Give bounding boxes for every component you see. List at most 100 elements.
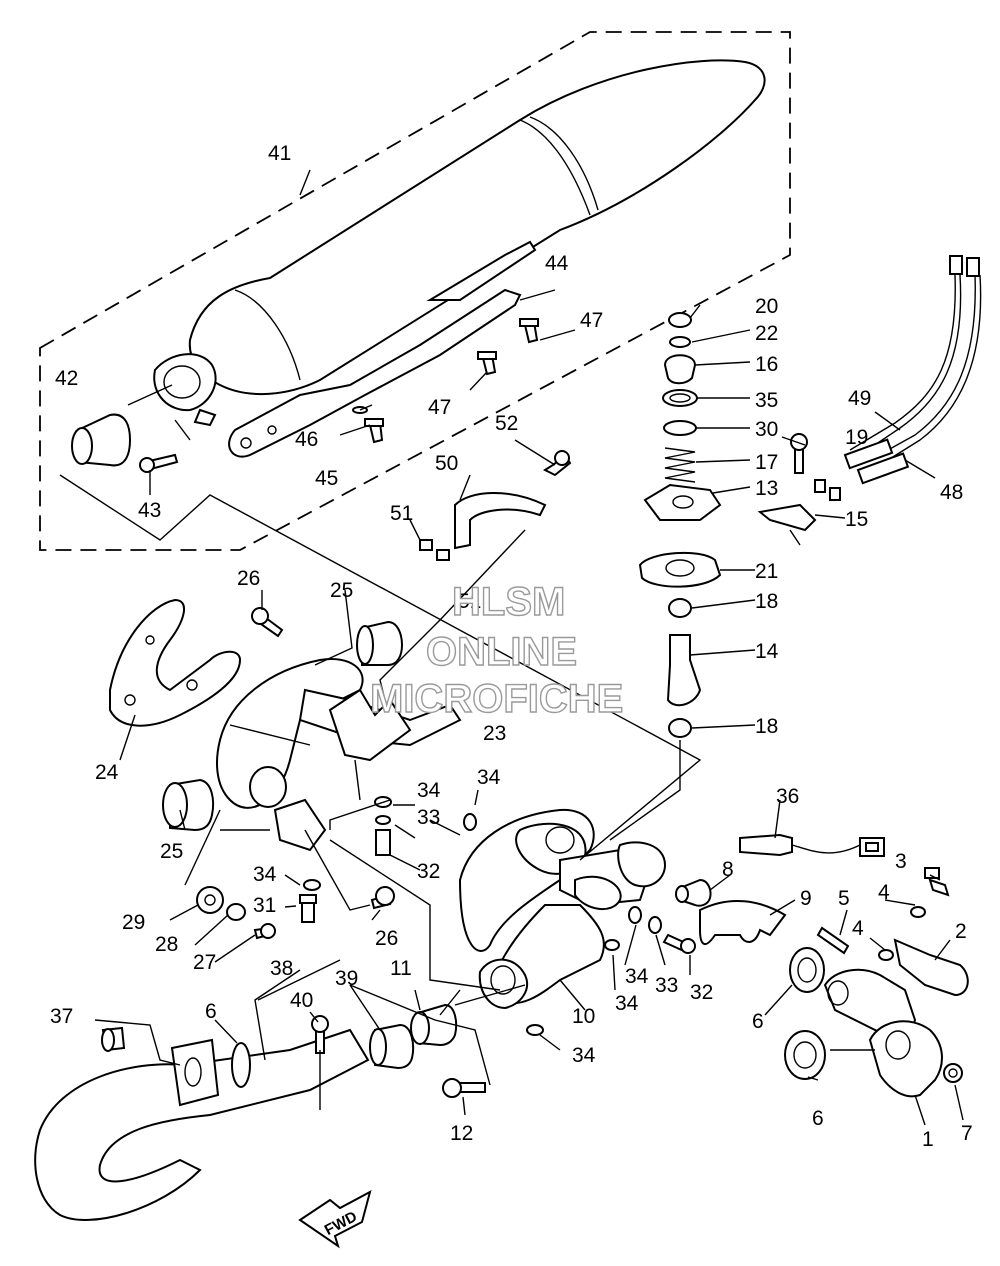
callout-30: 30 [755, 418, 778, 441]
callout-27: 27 [193, 951, 216, 974]
callout-47-lower: 47 [428, 396, 451, 419]
callout-16: 16 [755, 353, 778, 376]
callout-38: 38 [270, 957, 293, 980]
callout-15: 15 [845, 508, 868, 531]
heat-shield-50 [454, 492, 547, 550]
washer-34-f [526, 1024, 544, 1036]
callout-35: 35 [755, 389, 778, 412]
stud-5 [816, 926, 850, 955]
bolt-32-a [375, 829, 391, 856]
hanger-bracket-24 [109, 598, 242, 727]
callout-43: 43 [138, 499, 161, 522]
cap-16 [663, 354, 697, 385]
callout-labels: 41 42 43 44 45 46 47 47 52 50 51 51 20 2… [50, 142, 973, 1151]
callout-25-upper: 25 [330, 579, 353, 602]
callout-23: 23 [483, 722, 506, 745]
callout-12: 12 [450, 1122, 473, 1145]
callout-25-lower: 25 [160, 840, 183, 863]
callout-44: 44 [545, 252, 569, 275]
callout-11: 11 [390, 957, 412, 980]
callout-36: 36 [776, 785, 799, 808]
seal-35 [662, 389, 698, 407]
valve-14 [666, 634, 702, 707]
fwd-arrow: FWD [298, 1190, 372, 1249]
bracket-2 [893, 938, 969, 997]
washer-34-d [628, 906, 642, 924]
callout-2: 2 [955, 920, 967, 943]
joint-39 [369, 1023, 415, 1070]
cable-49 [849, 255, 963, 456]
clip-51a [419, 539, 433, 551]
callout-6-left: 6 [205, 1000, 217, 1023]
callout-4-a: 4 [878, 881, 890, 904]
callout-10: 10 [572, 1005, 595, 1028]
callout-32-b: 32 [690, 981, 713, 1004]
joint-11 [410, 1003, 458, 1047]
callout-14: 14 [755, 640, 779, 663]
callout-9: 9 [800, 887, 812, 910]
gasket-25-upper [356, 620, 404, 666]
heat-shield-9 [699, 899, 787, 945]
callout-34-b: 34 [417, 779, 441, 802]
bolt-52 [542, 450, 572, 477]
washer-33-b [648, 916, 662, 934]
muffler-bracket-44 [228, 240, 537, 458]
callout-31: 31 [253, 894, 276, 917]
gasket-6-upper [789, 947, 825, 993]
callout-32-a: 32 [417, 860, 440, 883]
watermark: HLSM ONLINE MICROFICHE [369, 579, 624, 721]
callout-34-e: 34 [615, 992, 639, 1015]
bolt-47-upper [519, 318, 539, 344]
callout-48: 48 [940, 481, 963, 504]
callout-34-c: 34 [253, 863, 277, 886]
washer-34-e [604, 939, 620, 951]
bolt-19 [790, 433, 808, 474]
callout-28: 28 [155, 933, 178, 956]
washer-34-c [463, 813, 477, 831]
callout-24: 24 [95, 761, 119, 784]
washer-34-a [303, 879, 321, 891]
gasket-6-lower [784, 1030, 826, 1080]
bolt-31 [299, 894, 317, 923]
watermark-line1: HLSM [452, 580, 565, 624]
bracket-15 [757, 503, 817, 532]
callout-6-upper: 6 [752, 1010, 764, 1033]
callout-29: 29 [122, 911, 145, 934]
exhaust-pipe-38 [34, 1028, 370, 1221]
callout-20: 20 [755, 295, 778, 318]
callout-22: 22 [755, 322, 778, 345]
leader-lines [59, 169, 964, 1126]
callout-51a: 51 [390, 502, 413, 525]
spacer-8 [675, 878, 712, 907]
clip-51b [436, 549, 450, 561]
callout-50: 50 [435, 452, 458, 475]
callout-6-lower: 6 [812, 1107, 824, 1130]
bolt-45 [364, 418, 384, 444]
callout-49: 49 [848, 387, 871, 410]
callout-34-f: 34 [572, 1044, 596, 1067]
callout-17: 17 [755, 451, 778, 474]
callout-19: 19 [845, 426, 868, 449]
callout-45: 45 [315, 467, 338, 490]
gasket-21 [638, 551, 722, 588]
washer-4-b [878, 949, 894, 961]
callout-3: 3 [895, 850, 907, 873]
grommet-18-upper [668, 598, 692, 618]
callout-21: 21 [755, 560, 778, 583]
callout-46: 46 [295, 428, 318, 451]
bolt-47-lower [477, 351, 497, 376]
callout-18-lower: 18 [755, 715, 778, 738]
callout-39: 39 [335, 967, 358, 990]
callout-18-upper: 18 [755, 590, 778, 613]
callout-13: 13 [755, 477, 778, 500]
spring-17 [664, 447, 696, 483]
joint-1 [868, 1020, 943, 1098]
oxygen-sensor-36 [739, 833, 885, 857]
callout-47-upper: 47 [580, 309, 603, 332]
callout-33-a: 33 [417, 806, 440, 829]
collar-37 [101, 1026, 126, 1052]
callout-26-lower: 26 [375, 927, 398, 950]
valve-housing-13 [643, 483, 722, 521]
callout-5: 5 [838, 887, 850, 910]
bolt-27 [253, 923, 276, 940]
